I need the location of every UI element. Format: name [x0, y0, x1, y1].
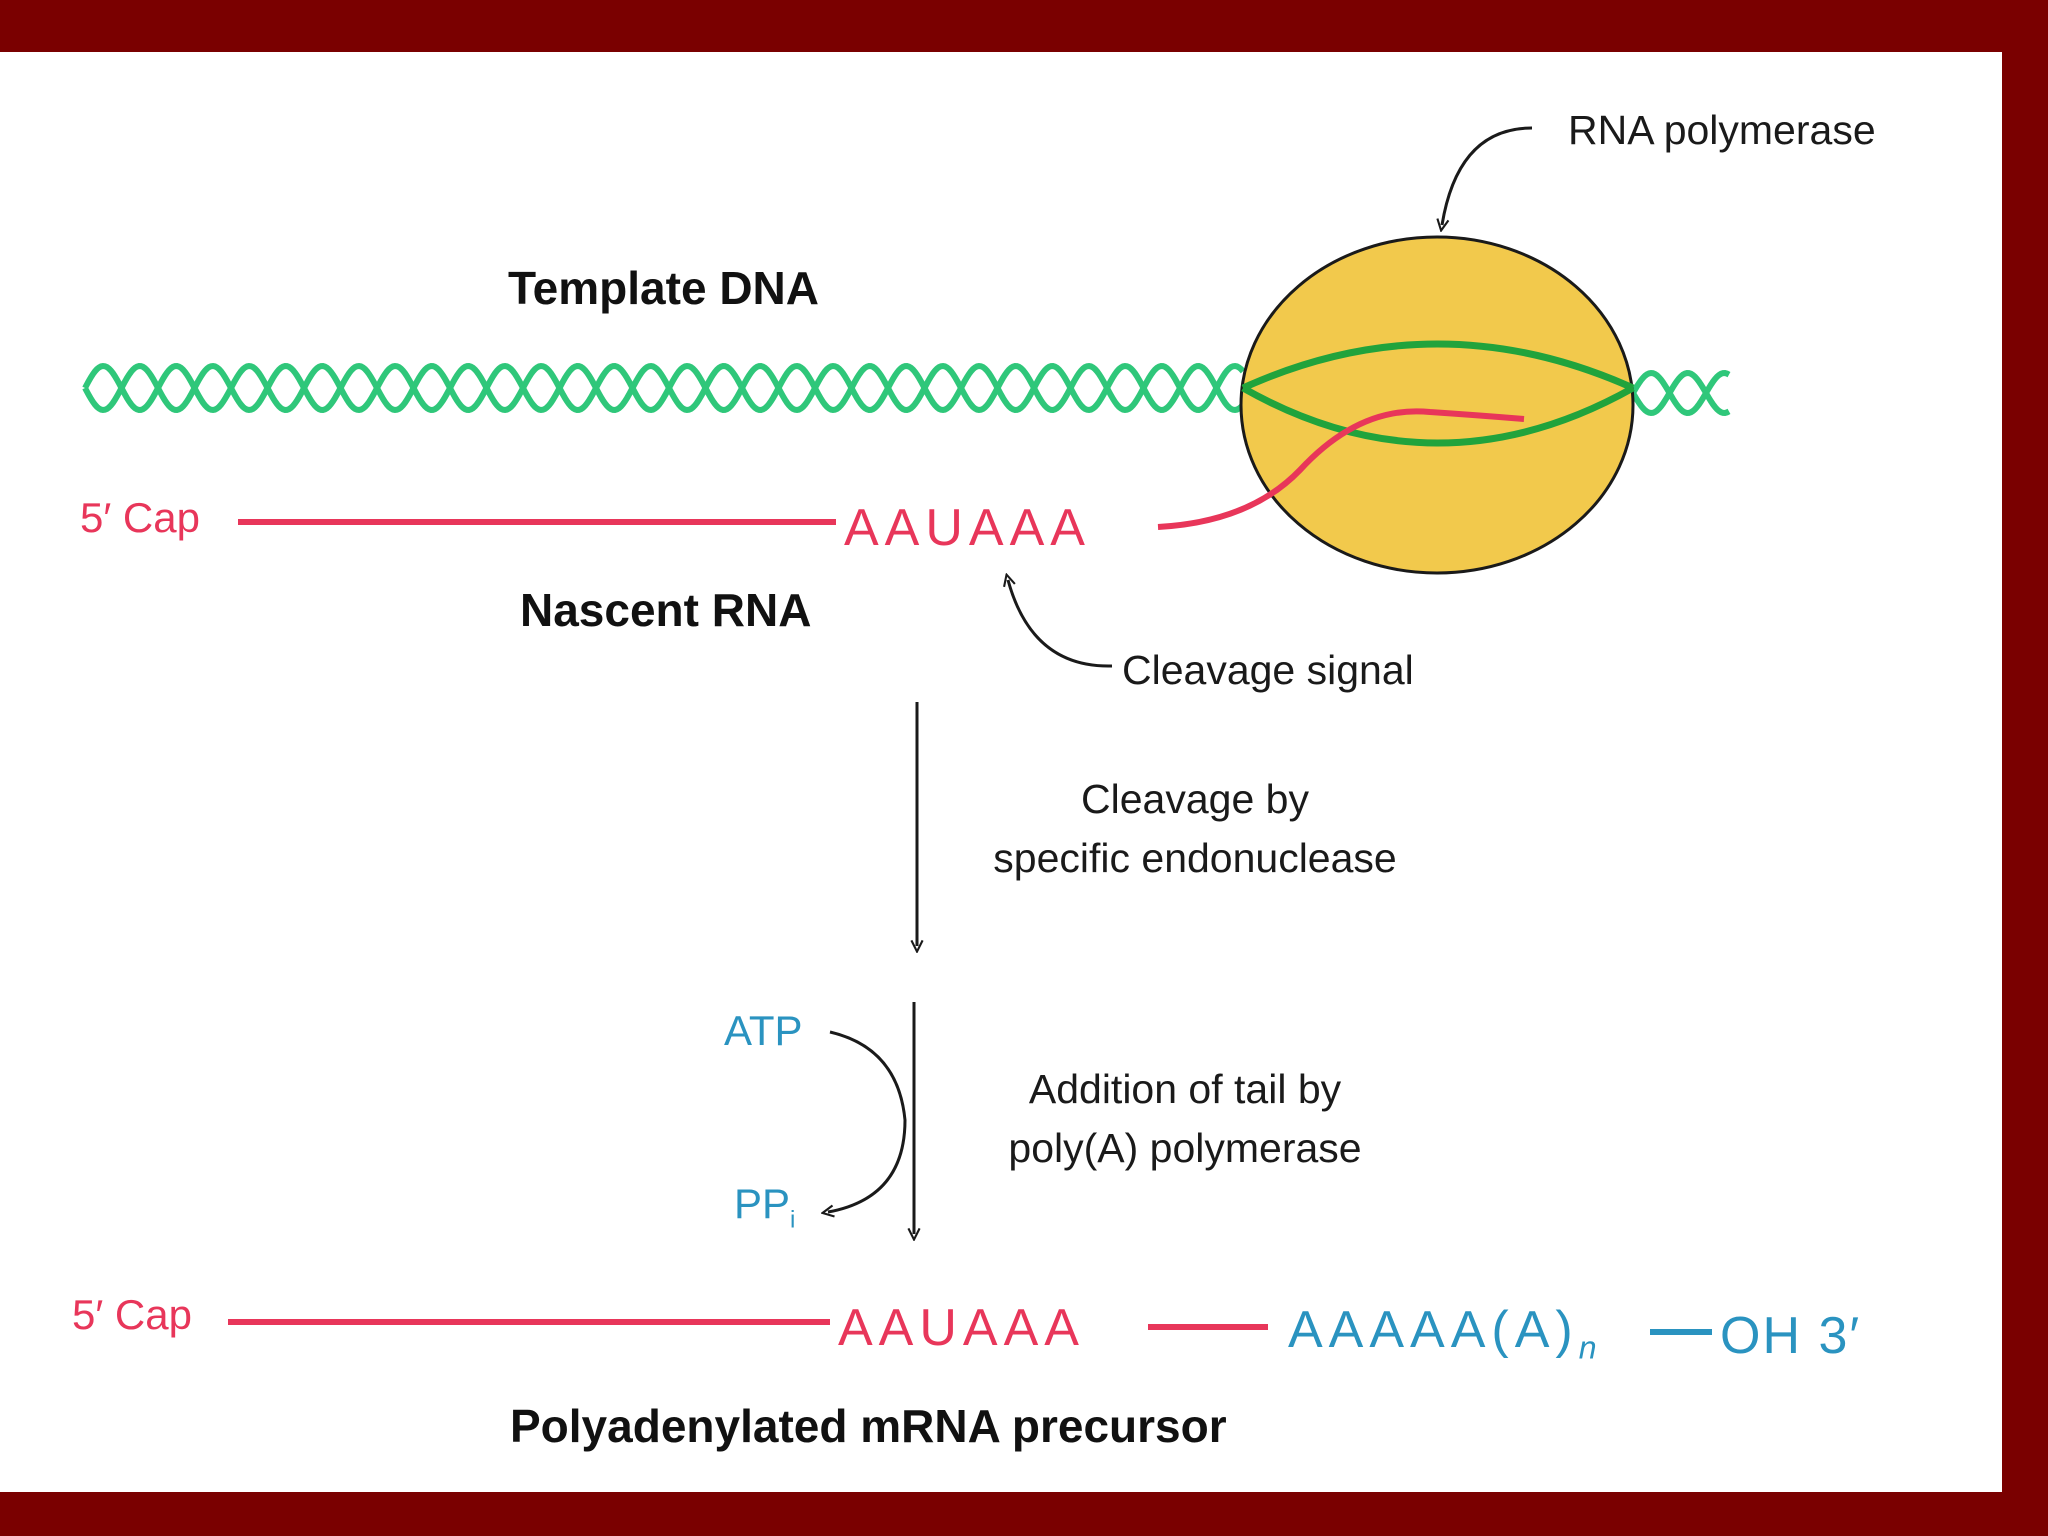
white-panel	[0, 52, 2002, 1492]
nascent-rna-label: Nascent RNA	[520, 584, 812, 636]
polymerase-pointer-arrow	[1442, 126, 1533, 225]
ppi-text: PP	[734, 1180, 791, 1227]
step1-line1: Cleavage by	[1081, 776, 1309, 822]
atp-label: ATP	[724, 1007, 803, 1054]
polymerase-ellipse	[1239, 235, 1635, 575]
rna-polymerase	[1239, 235, 1635, 575]
dna-strand-b-right	[1630, 369, 1731, 416]
step2-caption: Addition of tail by poly(A) polymerase	[940, 1060, 1430, 1179]
cleavage-signal-label: Cleavage signal	[1122, 647, 1414, 693]
oh-3-end-label: OH 3′	[1720, 1307, 1862, 1365]
step1-caption: Cleavage by specific endonuclease	[950, 770, 1440, 889]
dna-strand-a-left	[82, 362, 1246, 414]
poly-a-tail-text: AAAAA(A)	[1288, 1301, 1579, 1359]
cleavage-signal-sequence-bottom: AAUAAA	[838, 1299, 1085, 1357]
dna-strand-b-left	[82, 362, 1246, 414]
poly-a-tail-subscript: n	[1578, 1329, 1597, 1366]
step1-line2: specific endonuclease	[993, 835, 1397, 882]
template-dna-helix	[82, 362, 1731, 417]
cap-label-top: 5′ Cap	[80, 494, 200, 541]
cleavage-signal-sequence-top: AAUAAA	[844, 499, 1091, 557]
ppi-label: PPi	[734, 1183, 795, 1232]
rna-polymerase-label: RNA polymerase	[1568, 107, 1876, 153]
step2-line1: Addition of tail by	[1028, 1066, 1342, 1112]
cleavage-signal-arrow	[1008, 580, 1113, 668]
polymerase-strand-bottom	[1241, 384, 1635, 447]
atp-to-ppi-arrow	[828, 1030, 907, 1212]
product-label: Polyadenylated mRNA precursor	[510, 1400, 1227, 1452]
step2-line2: poly(A) polymerase	[1008, 1125, 1362, 1172]
template-dna-label: Template DNA	[508, 262, 819, 314]
ppi-subscript: i	[790, 1206, 796, 1234]
poly-a-tail-label: AAAAA(A)n	[1288, 1304, 1597, 1363]
nascent-rna-tail	[1157, 408, 1525, 530]
dna-strand-a-right	[1630, 370, 1731, 417]
polymerase-strand-top	[1241, 340, 1635, 392]
cap-label-bottom: 5′ Cap	[72, 1291, 192, 1338]
